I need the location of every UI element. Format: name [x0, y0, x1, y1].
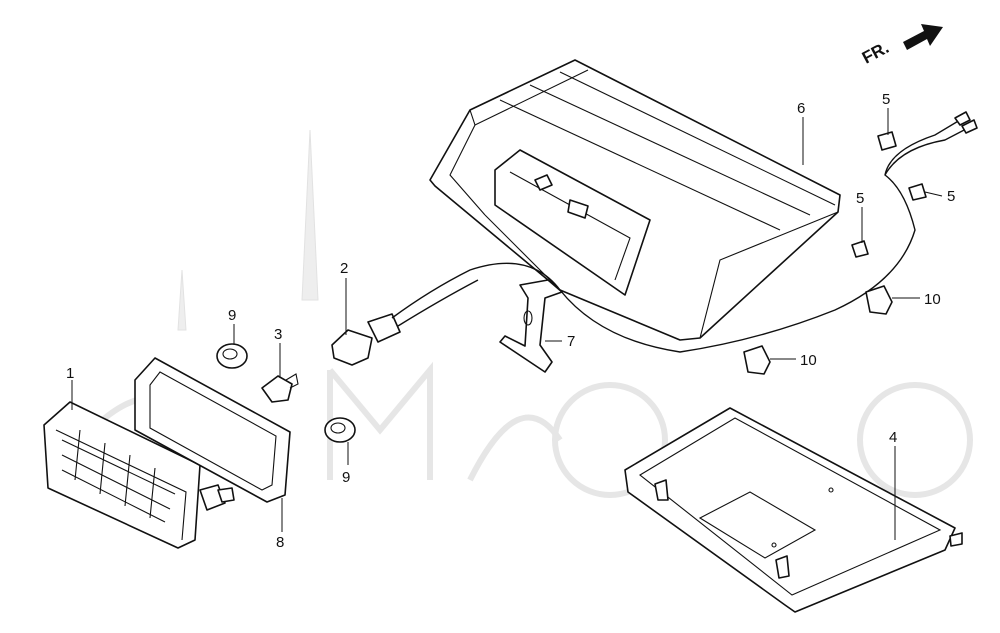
front-arrow-icon: [903, 24, 943, 50]
callout-9b: 9: [342, 469, 350, 486]
callout-10b: 10: [800, 352, 817, 369]
lens-assembly: [43, 401, 235, 549]
tray: [624, 407, 963, 613]
bracket: [499, 279, 563, 373]
lens-gasket: [134, 357, 291, 503]
callout-7: 7: [567, 333, 575, 350]
leader-lines: [71, 108, 943, 540]
clip-b: [908, 183, 927, 201]
callout-5b: 5: [947, 188, 955, 205]
callout-1: 1: [66, 365, 74, 382]
bulb: [261, 373, 299, 403]
callout-10a: 10: [924, 291, 941, 308]
callout-8: 8: [276, 534, 284, 551]
clamp-a: [865, 285, 893, 315]
socket-harness: [331, 111, 978, 366]
clip-c: [851, 240, 869, 258]
rear-cover: [429, 59, 841, 341]
callout-4: 4: [889, 429, 897, 446]
callout-3: 3: [274, 326, 282, 343]
grommet-lower: [324, 417, 356, 443]
callout-9a: 9: [228, 307, 236, 324]
callout-5c: 5: [856, 190, 864, 207]
callout-labels: 1 2 3 4 5 5 5 6 7 8 9 9 10 10: [66, 91, 955, 551]
fr-label: FR.: [859, 38, 892, 68]
clip-a: [877, 131, 897, 151]
front-direction-indicator: FR.: [859, 24, 943, 68]
callout-6: 6: [797, 100, 805, 117]
clamp-b: [743, 345, 771, 375]
grommet-upper: [216, 343, 248, 369]
callout-2: 2: [340, 260, 348, 277]
callout-5a: 5: [882, 91, 890, 108]
